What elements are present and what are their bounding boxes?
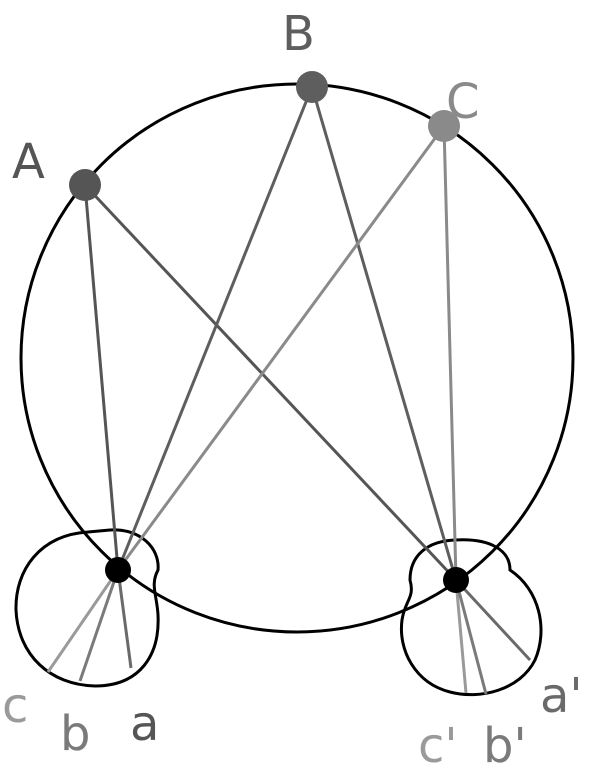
ray-a-prime xyxy=(454,578,532,662)
main-circle xyxy=(19,82,575,634)
line-A-left xyxy=(83,184,120,571)
label-c: c xyxy=(2,678,28,734)
ray-c xyxy=(46,569,120,673)
label-c-prime: c' xyxy=(418,718,458,774)
ray-c-prime xyxy=(454,579,468,694)
focus-left xyxy=(105,557,131,583)
label-b-prime: b' xyxy=(483,718,527,774)
label-a: a xyxy=(130,696,159,752)
label-b: b xyxy=(60,706,90,762)
right-small-circle xyxy=(399,538,543,697)
label-B: B xyxy=(282,6,315,62)
ray-b-prime xyxy=(454,579,488,695)
line-A-right xyxy=(83,183,458,582)
ray-a xyxy=(116,569,133,669)
point-C xyxy=(428,110,460,142)
point-B xyxy=(296,71,328,103)
line-C-right xyxy=(442,125,458,581)
label-a-prime: a' xyxy=(540,668,583,724)
ray-b xyxy=(78,569,120,682)
line-B-left xyxy=(116,86,314,571)
label-A: A xyxy=(12,134,45,190)
line-C-left xyxy=(116,125,446,571)
point-A xyxy=(69,169,101,201)
focus-right xyxy=(443,567,469,593)
left-small-circle xyxy=(14,528,160,688)
label-C: C xyxy=(446,74,480,130)
line-B-right xyxy=(310,86,458,581)
